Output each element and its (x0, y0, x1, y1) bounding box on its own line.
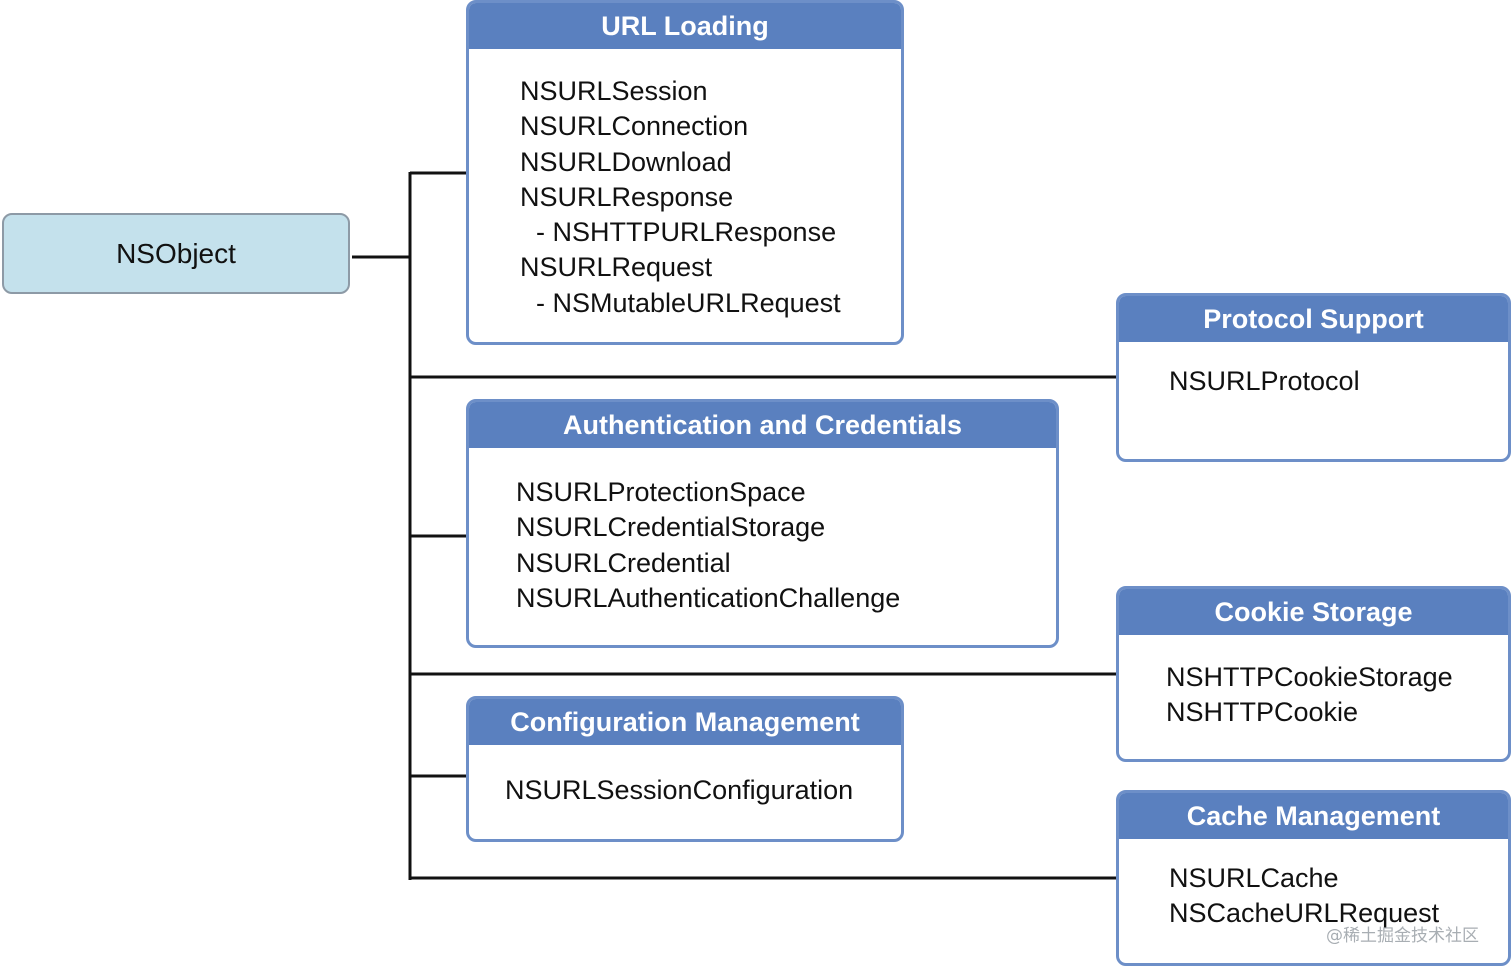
class-nsurlresponse: NSURLResponse (520, 181, 734, 212)
class-nsurlprotectionspace: NSURLProtectionSpace (516, 477, 806, 507)
watermark-text: @稀土掘金技术社区 (1326, 926, 1479, 946)
class-nsurlcache: NSURLCache (1169, 863, 1339, 893)
class-nsurlconnection: NSURLConnection (520, 111, 749, 142)
cookie-storage-title: Cookie Storage (1119, 589, 1508, 635)
protocol-support-title: Protocol Support (1119, 296, 1508, 342)
class-nsurlsessionconfiguration: NSURLSessionConfiguration (505, 775, 854, 805)
configuration-box: Configuration Management NSURLSessionCon… (466, 696, 904, 842)
class-nshttpcookie: NSHTTPCookie (1166, 697, 1359, 728)
class-nsurldownload: NSURLDownload (520, 146, 732, 177)
url-loading-box: URL Loading NSURLSession NSURLConnection… (466, 0, 904, 345)
class-nsurlrequest: NSURLRequest (520, 252, 713, 283)
class-nshttpurlresponse: - NSHTTPURLResponse (536, 217, 837, 248)
configuration-title: Configuration Management (469, 699, 901, 745)
class-nsurlprotocol: NSURLProtocol (1169, 366, 1360, 396)
nsobject-box: NSObject (2, 213, 350, 294)
class-nsurlsession: NSURLSession (520, 76, 708, 106)
class-nsmutableurlrequest: - NSMutableURLRequest (536, 287, 841, 318)
cache-management-title: Cache Management (1119, 793, 1508, 839)
class-nsurlauthenticationchallenge: NSURLAuthenticationChallenge (516, 582, 901, 613)
cache-management-box: Cache Management NSURLCache NSCacheURLRe… (1116, 790, 1511, 966)
protocol-support-box: Protocol Support NSURLProtocol (1116, 293, 1511, 462)
url-loading-title: URL Loading (469, 3, 901, 49)
cookie-storage-box: Cookie Storage NSHTTPCookieStorage NSHTT… (1116, 586, 1511, 762)
class-nsurlcredential: NSURLCredential (516, 547, 731, 578)
authentication-title: Authentication and Credentials (469, 402, 1056, 448)
authentication-box: Authentication and Credentials NSURLProt… (466, 399, 1059, 648)
class-nscacheurlrequest: NSCacheURLRequest (1169, 898, 1440, 929)
nsobject-label: NSObject (116, 237, 236, 269)
class-nsurlcredentialstorage: NSURLCredentialStorage (516, 512, 826, 543)
class-nshttpcookiestorage: NSHTTPCookieStorage (1166, 662, 1453, 692)
